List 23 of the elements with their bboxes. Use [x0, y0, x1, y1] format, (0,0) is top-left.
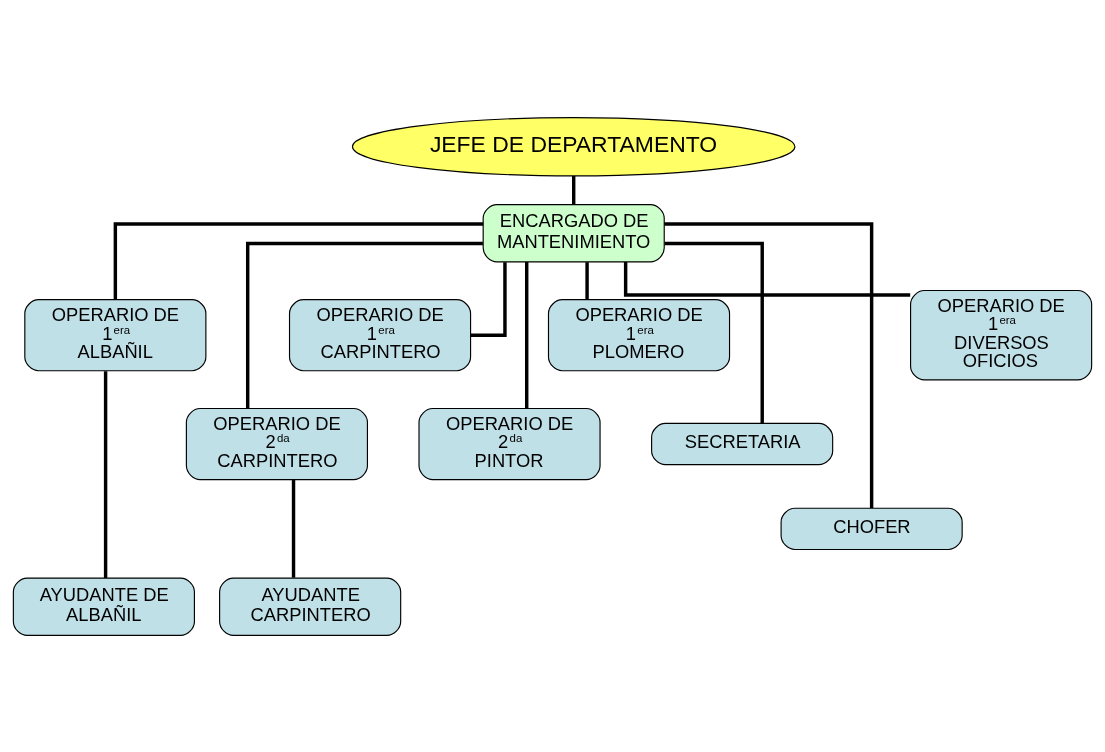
node-box: AYUDANTE CARPINTERO: [219, 577, 402, 636]
connector: [623, 261, 911, 297]
connector: [664, 221, 874, 508]
connector: [525, 261, 529, 408]
node-box: OPERARIO DE 1$^{era}$ ALBAÑIL: [24, 298, 207, 371]
node-box: SECRETARIA: [651, 422, 834, 465]
node-ellipse: JEFE DE DEPARTAMENTO: [351, 116, 796, 176]
connector: [246, 241, 483, 408]
node-box: ENCARGADO DE MANTENIMIENTO: [482, 203, 665, 262]
node-box: OPERARIO DE 2$^{da}$ PINTOR: [418, 407, 601, 480]
connector: [113, 221, 484, 299]
node-box: CHOFER: [780, 507, 963, 550]
connector: [470, 261, 507, 337]
node-box: OPERARIO DE 2$^{da}$ CARPINTERO: [185, 407, 368, 480]
node-box: OPERARIO DE 1$^{era}$ CARPINTERO: [288, 298, 472, 371]
connector: [585, 261, 589, 300]
node-box: OPERARIO DE 1$^{era}$ DIVERSOS OFICIOS: [910, 289, 1093, 380]
node-box: AYUDANTE DE ALBAÑIL: [12, 577, 195, 636]
connector: [291, 479, 296, 578]
connector: [664, 241, 764, 423]
node-box: OPERARIO DE 1$^{era}$ PLOMERO: [547, 298, 731, 371]
connector: [103, 370, 108, 578]
connector: [572, 175, 576, 205]
